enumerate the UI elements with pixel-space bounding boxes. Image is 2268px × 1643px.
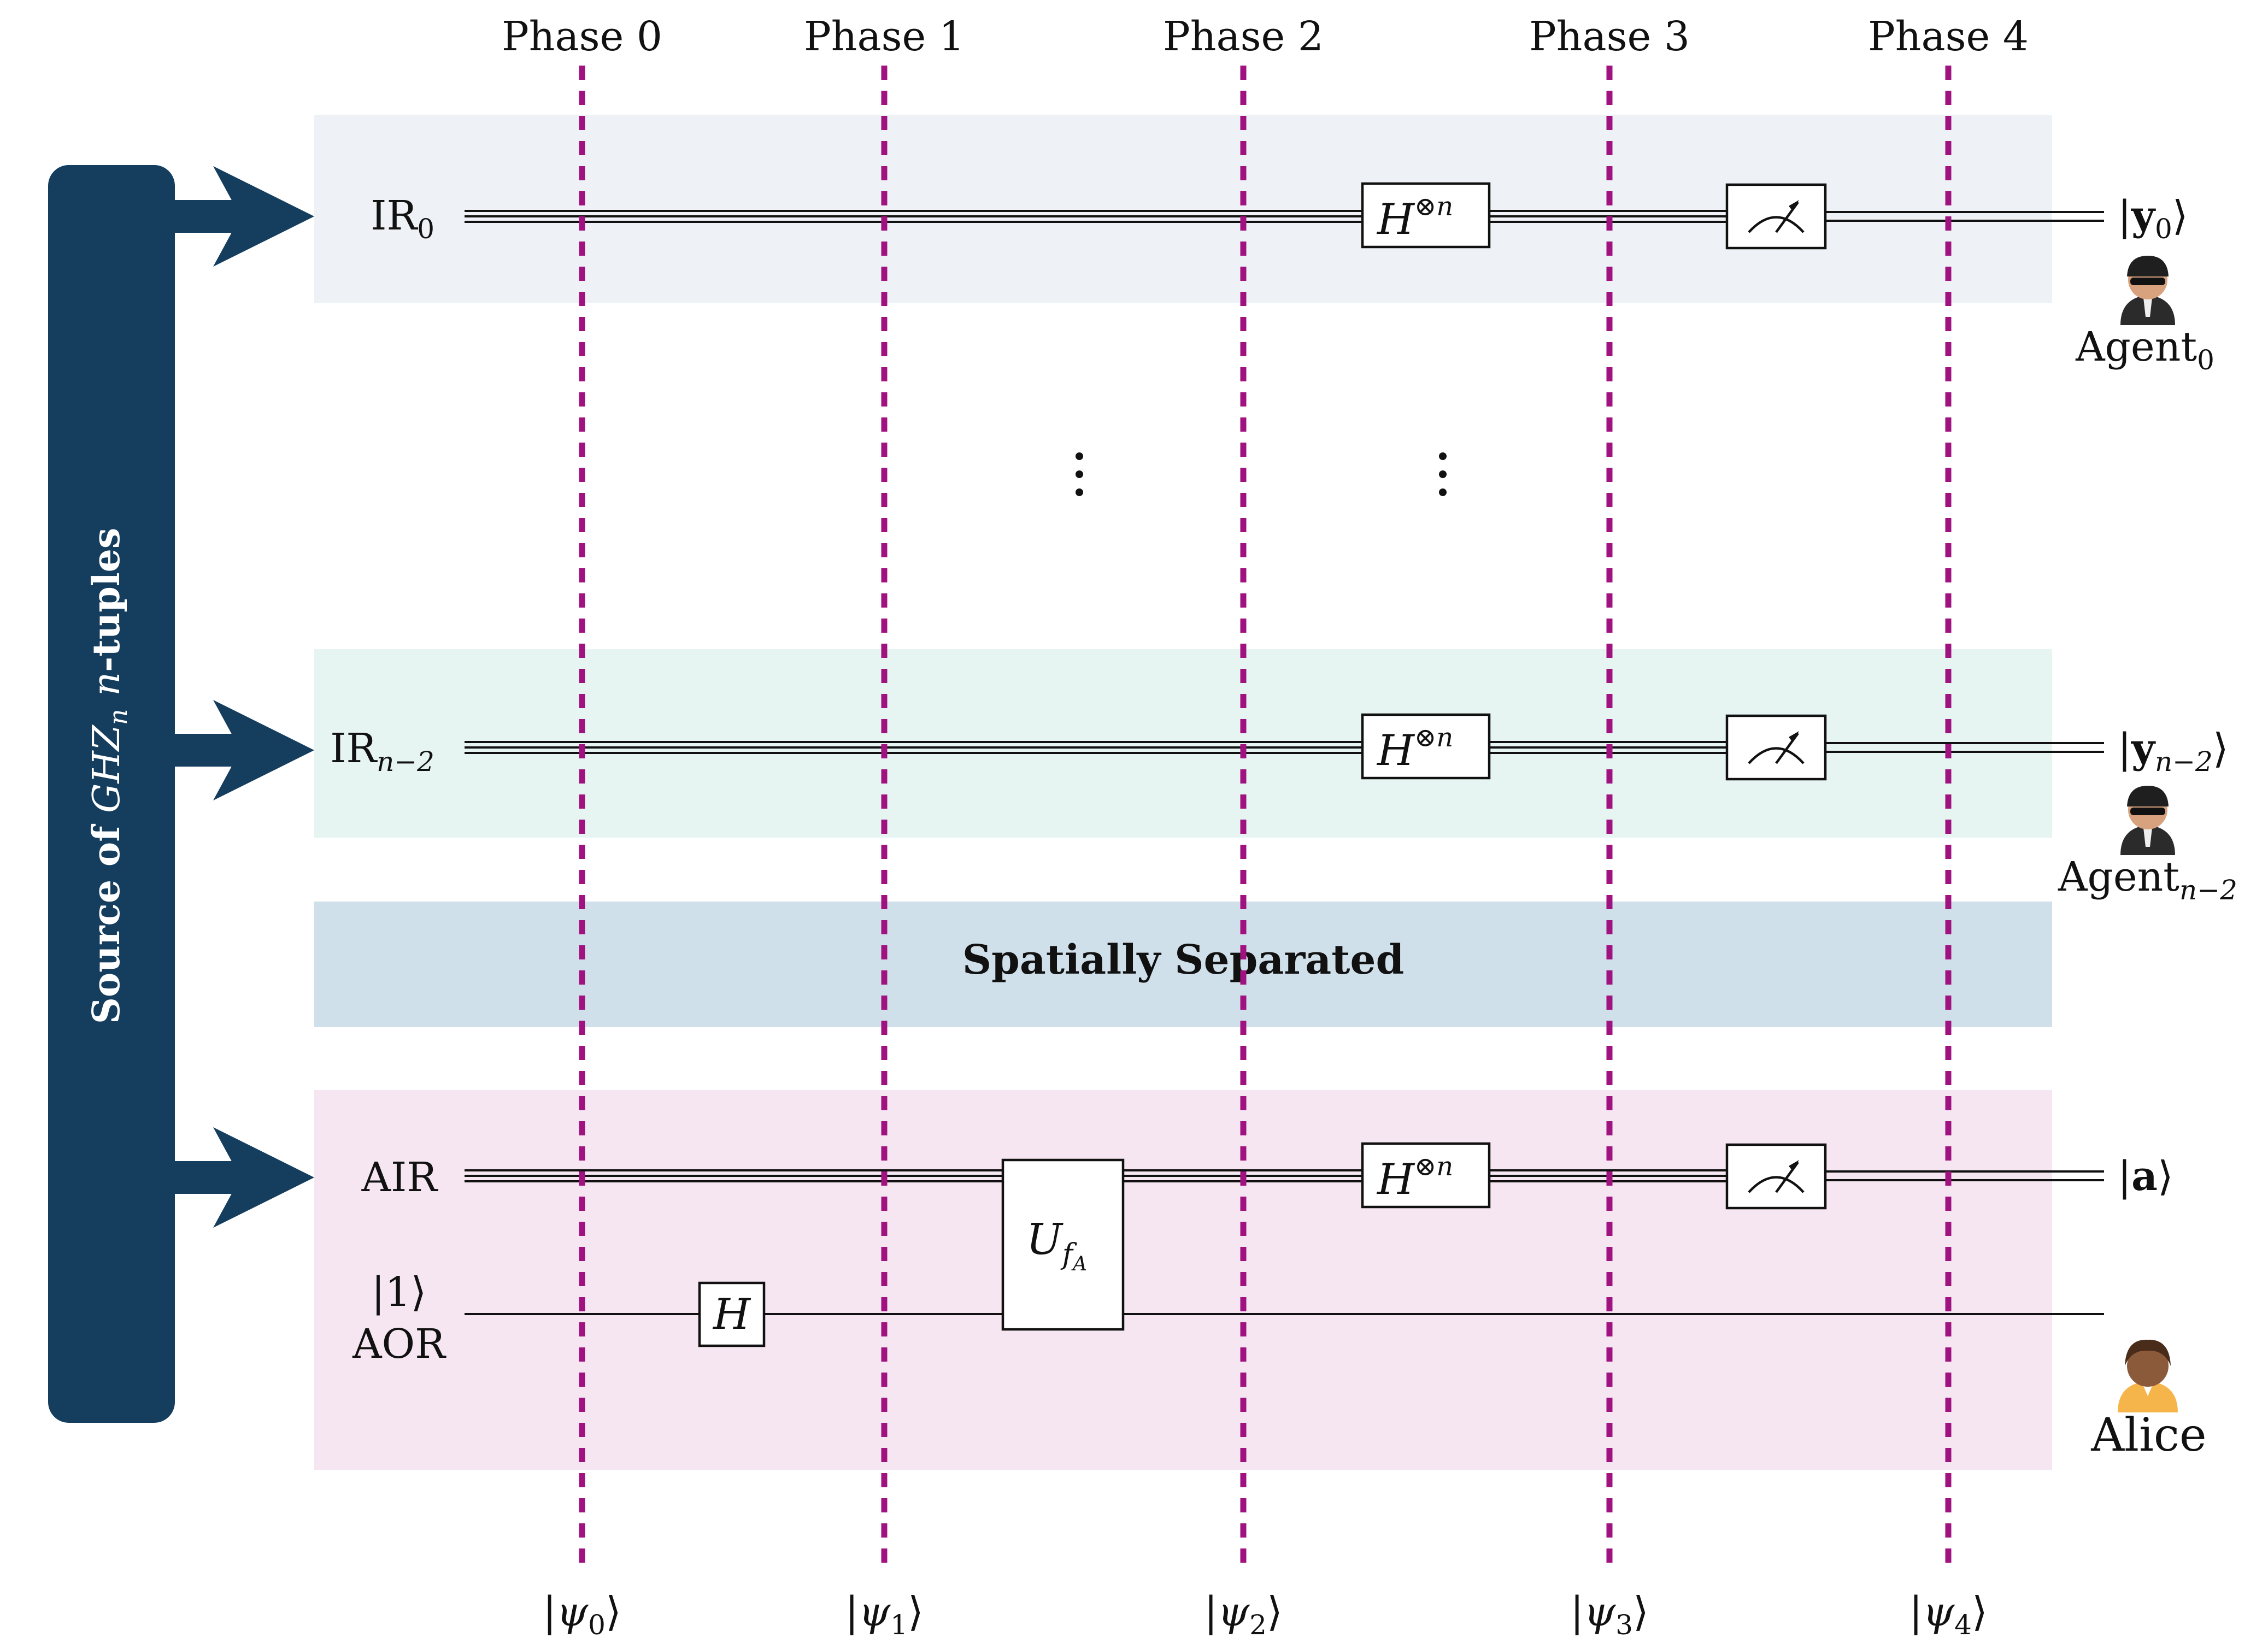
- measurement-meter-icon: [1748, 1176, 1805, 1193]
- register-label-air: AIR: [361, 1154, 439, 1201]
- phase-label-3: Phase 3: [1529, 13, 1690, 60]
- phase-label-1: Phase 1: [804, 13, 965, 60]
- output-state-irn2: |yn−2⟩: [2118, 725, 2229, 778]
- wire-irn2: [465, 741, 2104, 754]
- measurement-ir0: [1725, 183, 1827, 250]
- ghz-source-label: Source of GHZn n-tuples: [85, 528, 133, 1024]
- output-state-ir0: |y0⟩: [2118, 192, 2188, 245]
- vertical-ellipsis: [1076, 452, 1447, 496]
- svg-text:H: H: [712, 1290, 751, 1339]
- hadamard-n-gate-irn2: H⊗n: [1361, 713, 1491, 780]
- svg-text:UfA: UfA: [1026, 1215, 1087, 1275]
- source-arrows: [169, 166, 314, 1228]
- hadamard-gate-aor: H: [698, 1281, 766, 1347]
- state-label-0: |ψ0⟩: [543, 1588, 621, 1641]
- phase-labels: Phase 0 Phase 1 Phase 2 Phase 3 Phase 4: [502, 13, 2029, 60]
- ghz-source-bar: [48, 165, 175, 1423]
- arrow-to-irn2: [169, 700, 314, 800]
- band-separator: [314, 902, 2052, 1027]
- measurement-irn2: [1725, 714, 1827, 781]
- separator-label: Spatially Separated: [962, 937, 1405, 984]
- phase-label-4: Phase 4: [1868, 13, 2029, 60]
- agent-label-n2: Agentn−2: [2058, 853, 2237, 906]
- state-label-1: |ψ1⟩: [845, 1588, 924, 1641]
- phase-label-0: Phase 0: [502, 13, 662, 60]
- svg-text:H⊗n: H⊗n: [1376, 1151, 1453, 1204]
- alice-icon: [2118, 1339, 2178, 1412]
- register-label-aor: AOR: [352, 1321, 446, 1368]
- arrow-to-ir0: [169, 166, 314, 267]
- state-label-4: |ψ4⟩: [1909, 1588, 1988, 1641]
- measurement-air: [1725, 1143, 1827, 1210]
- alice-label: Alice: [2090, 1408, 2206, 1462]
- wire-ir0: [465, 210, 2104, 223]
- register-label-irn2: IRn−2: [330, 725, 434, 778]
- measurement-meter-icon: [1748, 747, 1805, 764]
- hadamard-n-gate-air: H⊗n: [1361, 1142, 1491, 1209]
- oracle-gate: UfA: [1001, 1158, 1125, 1331]
- svg-text:H⊗n: H⊗n: [1376, 191, 1453, 244]
- hadamard-n-gate-ir0: H⊗n: [1361, 182, 1491, 249]
- measurement-meter-icon: [1748, 216, 1805, 233]
- arrow-to-air: [169, 1127, 314, 1228]
- register-label-ir0: IR0: [371, 192, 434, 245]
- svg-text:H⊗n: H⊗n: [1376, 722, 1453, 775]
- output-state-air: |a⟩: [2118, 1153, 2173, 1200]
- agent-label-0: Agent0: [2075, 323, 2214, 376]
- state-labels: |ψ0⟩ |ψ1⟩ |ψ2⟩ |ψ3⟩ |ψ4⟩: [543, 1588, 1988, 1641]
- agent-icon: [2120, 786, 2175, 855]
- state-label-2: |ψ2⟩: [1204, 1588, 1283, 1641]
- phase-label-2: Phase 2: [1163, 13, 1324, 60]
- state-label-3: |ψ3⟩: [1570, 1588, 1649, 1641]
- agent-icon: [2120, 256, 2175, 325]
- register-init-aor: |1⟩: [372, 1269, 427, 1316]
